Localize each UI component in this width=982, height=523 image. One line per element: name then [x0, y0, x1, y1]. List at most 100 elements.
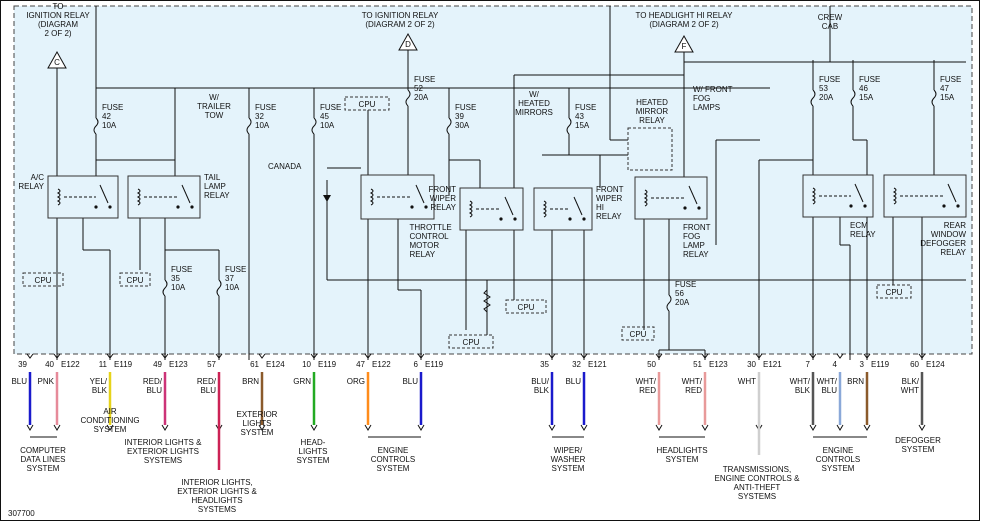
wire-color-label: WHT/BLK: [790, 377, 811, 395]
diode: [323, 195, 331, 202]
pin-number: 6: [414, 360, 419, 369]
cpu-tag: CPU: [359, 100, 376, 109]
wire-color-label: WHT/BLU: [817, 377, 838, 395]
system-label: TRANSMISSIONS,ENGINE CONTROLS &ANTI-THEF…: [715, 465, 801, 501]
resistor: [483, 289, 491, 313]
pin-number: 40: [45, 360, 54, 369]
wire-color-label: WHT: [738, 377, 756, 386]
wire-color-label: BLU: [11, 377, 27, 386]
pin-number: 60: [910, 360, 919, 369]
connector-id: E121: [588, 360, 607, 369]
pin-number: 61: [250, 360, 259, 369]
wire-color-label: RED/BLU: [143, 377, 163, 395]
wire-color-label: WHT/RED: [636, 377, 657, 395]
pin-number: 49: [153, 360, 162, 369]
pin-number: 39: [18, 360, 27, 369]
connector-id: E119: [871, 360, 890, 369]
system-label: INTERIOR LIGHTS,EXTERIOR LIGHTS &HEADLIG…: [177, 478, 257, 514]
connector-id: E124: [266, 360, 285, 369]
connector-id: E122: [372, 360, 391, 369]
wire-color-label: BLU: [565, 377, 581, 386]
cpu-tags: CPU CPU CPU CPU CPU CPU CPU: [22, 96, 912, 349]
connector-id: E121: [763, 360, 782, 369]
cpu-tag: CPU: [518, 303, 535, 312]
connector-id: E122: [61, 360, 80, 369]
pin-number: 35: [540, 360, 549, 369]
cpu-tag: CPU: [35, 276, 52, 285]
wire-color-label: BRN: [847, 377, 864, 386]
cpu-tag: CPU: [463, 338, 480, 347]
connector-f-label: F: [682, 42, 687, 51]
wire-color-label: YEL/BLK: [90, 377, 108, 395]
cpu-tag: CPU: [886, 288, 903, 297]
cpu-tag: CPU: [630, 330, 647, 339]
connector-d: D: [398, 32, 418, 51]
connector-id: E123: [169, 360, 188, 369]
wire-color-label: ORG: [347, 377, 365, 386]
to-ign-relay-mid-label: TO IGNITION RELAY(DIAGRAM 2 OF 2): [362, 11, 439, 29]
wire-color-label: BLU/BLK: [531, 377, 550, 395]
diagram-id: 307700: [8, 509, 35, 518]
to-headlight-hi-relay-label: TO HEADLIGHT HI RELAY(DIAGRAM 2 OF 2): [636, 11, 734, 29]
connector-id: E119: [318, 360, 337, 369]
connector-f: F: [674, 34, 694, 53]
pin-number: 4: [833, 360, 838, 369]
wire-color-label: PNK: [38, 377, 55, 386]
connector-c-label: C: [54, 58, 60, 67]
canada-label: CANADA: [268, 162, 302, 171]
connector-id: E123: [709, 360, 728, 369]
